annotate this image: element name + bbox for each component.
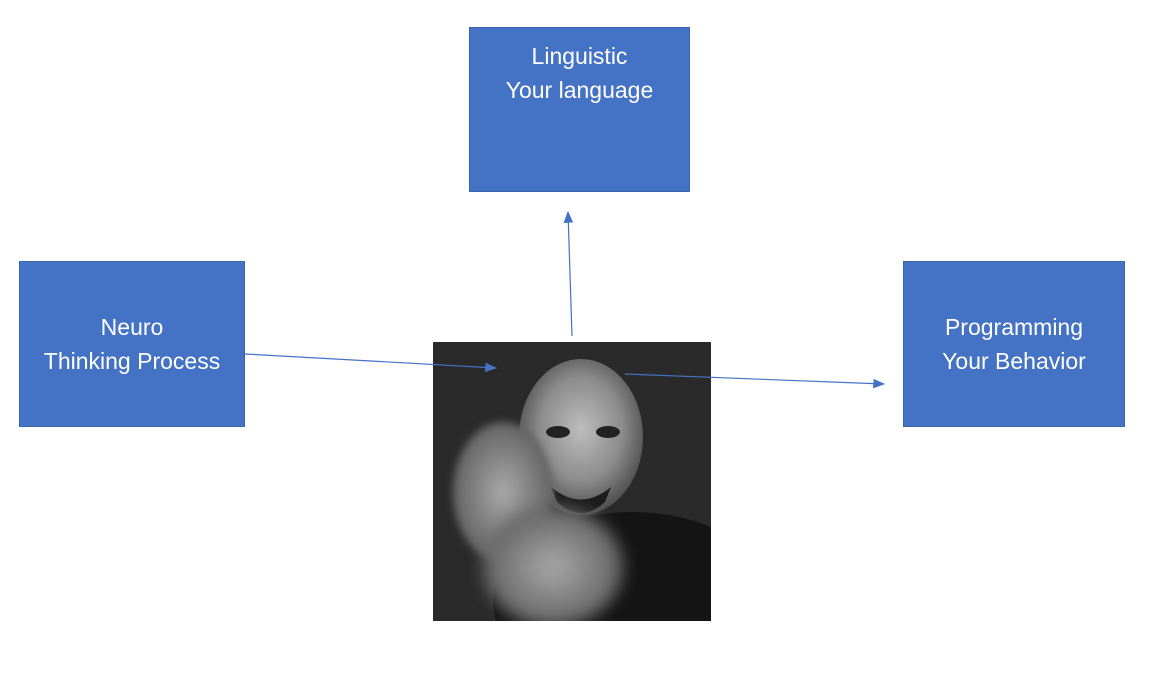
neuro-subtitle: Thinking Process	[43, 348, 221, 374]
programming-title: Programming	[944, 314, 1084, 340]
linguistic-title: Linguistic	[531, 43, 628, 69]
neuro-title: Neuro	[100, 314, 164, 340]
person-pointing-photo	[433, 342, 711, 621]
person-silhouette-icon	[433, 342, 711, 621]
arrow-center-to-linguistic	[563, 210, 574, 337]
linguistic-box: Linguistic Your language	[469, 27, 690, 192]
programming-box: Programming Your Behavior	[903, 261, 1125, 427]
linguistic-subtitle: Your language	[505, 77, 654, 103]
neuro-box: Neuro Thinking Process	[19, 261, 245, 427]
programming-subtitle: Your Behavior	[942, 348, 1086, 374]
